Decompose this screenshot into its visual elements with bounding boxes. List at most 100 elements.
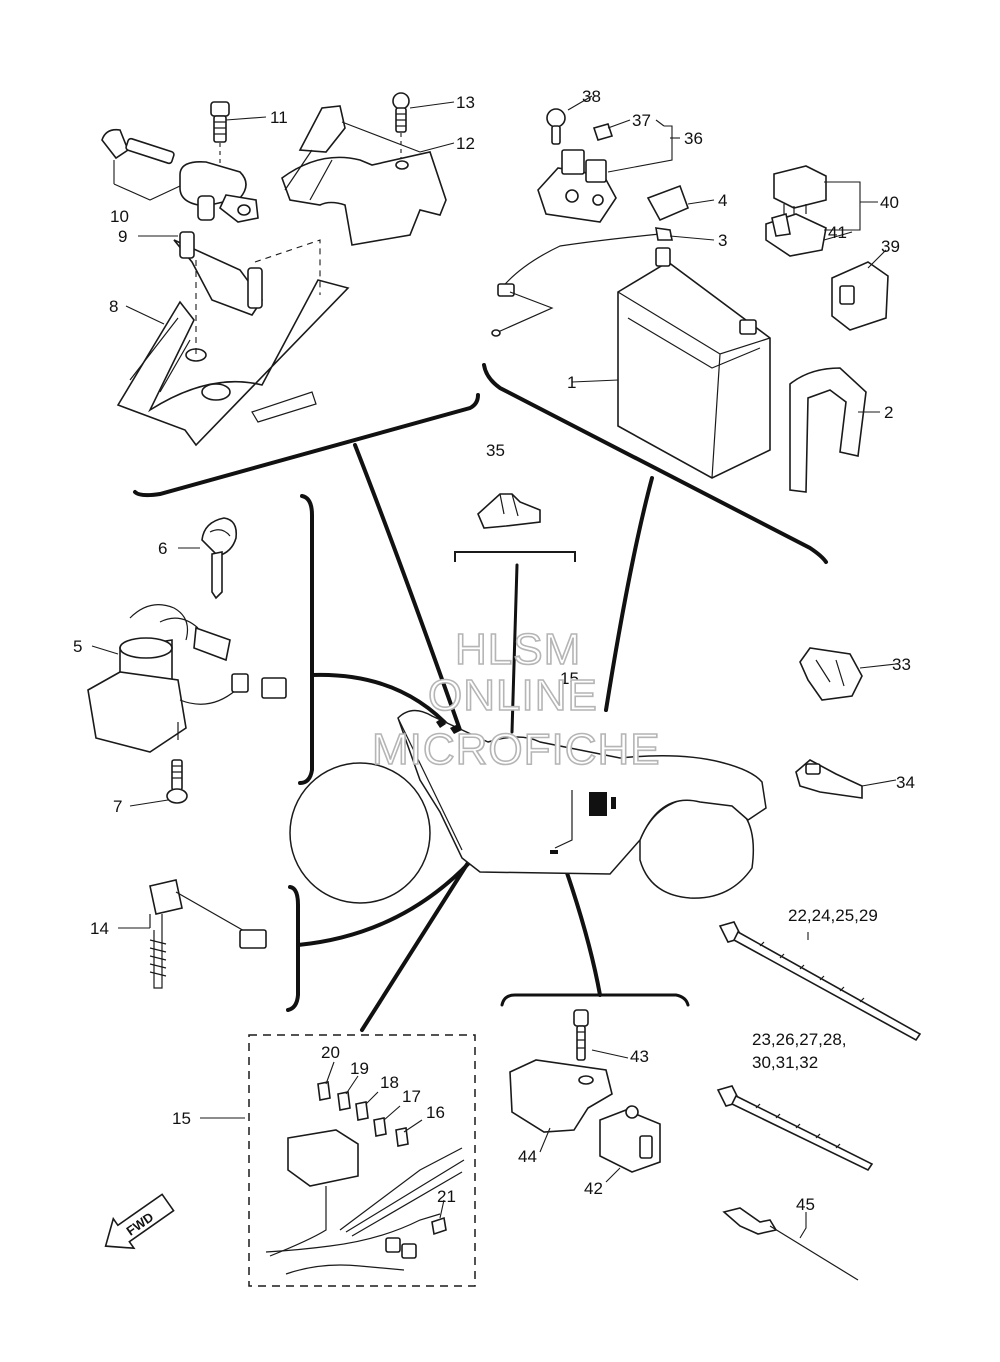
neutral-switch-line [296,860,472,947]
clip-group-bracket [454,551,576,562]
bolt-11-part [210,101,230,165]
control-unit-39-part [831,261,889,331]
callout-5: 5 [73,637,82,656]
callout-15-box: 15 [172,1109,191,1128]
fuse-20 [317,1081,331,1101]
clip-group-line [510,563,519,734]
sensor-42-part [599,1105,661,1173]
cable-tie-22-part [718,921,922,1042]
starter-relay-part [537,108,617,223]
battery-part [617,247,771,479]
callout-44: 44 [518,1147,537,1166]
callout-21: 21 [437,1187,456,1206]
callout-34: 34 [896,773,915,792]
callout-13: 13 [456,93,475,112]
callout-9: 9 [118,227,127,246]
wire-harness-detail-box [248,1034,476,1287]
bolt-43-part [573,1009,589,1061]
handlebar-group-line [353,443,462,732]
motorcycle-silhouette [289,709,767,904]
callout-3: 3 [718,231,727,250]
watermark: HLSM ONLINE MICROFICHE [371,624,661,775]
battery-lead-part [491,227,673,337]
battery-band-part [789,367,867,493]
sensor-location-marker [550,850,558,854]
battery-location-marker [589,792,607,816]
callout-labels: 1 2 3 4 5 6 7 8 9 10 11 12 13 14 15 15 1… [73,87,915,1214]
frame-detail [554,790,573,849]
forward-direction-arrow: FWD [104,1193,175,1250]
callout-4: 4 [718,191,727,210]
callout-10: 10 [110,207,129,226]
callout-2: 2 [884,403,893,422]
neutral-switch-bracket [286,885,300,1012]
callout-22-24-25-29: 22,24,25,29 [788,906,878,925]
fuse-set [317,1081,409,1147]
callout-41: 41 [828,223,847,242]
callout-45: 45 [796,1195,815,1214]
relay-location-marker [611,797,616,809]
wire-harness-part [265,1129,465,1275]
battery-group-line [604,476,654,712]
cable-tie-23-part [716,1085,874,1172]
leader-lines [91,95,897,1239]
key-blank-part [201,517,238,600]
switch-bracket-part [173,231,321,358]
clamp-35-part [477,493,541,529]
callout-19: 19 [350,1059,369,1078]
callout-33: 33 [892,655,911,674]
front-wheel [289,762,431,904]
fuse-18 [355,1101,369,1121]
watermark-line-2: ONLINE [428,671,598,720]
frame-body [397,709,767,875]
sensor-bracket-44-part [509,1059,613,1133]
group-connectors [133,363,828,1032]
callout-8: 8 [109,297,118,316]
callout-39: 39 [881,237,900,256]
callout-40: 40 [880,193,899,212]
callout-20: 20 [321,1043,340,1062]
watermark-line-3: MICROFICHE [372,725,661,774]
bolt-13-part [392,92,410,160]
callout-43: 43 [630,1047,649,1066]
callout-18: 18 [380,1073,399,1092]
cable-tie-45-part [722,1207,859,1281]
handlebar-upper-cover-part [281,105,447,246]
front-fork [397,717,463,851]
callout-30-31-32: 30,31,32 [752,1053,818,1072]
relay-socket-41-part [765,212,827,257]
main-switch-bracket [298,494,314,785]
screw-7-part [166,759,188,804]
callout-16: 16 [426,1103,445,1122]
main-switch-part [87,604,287,753]
callout-36: 36 [684,129,703,148]
relay-40-part [773,165,827,216]
holder-33-part [799,647,863,701]
terminal-cover-part [646,184,690,222]
callout-17: 17 [402,1087,421,1106]
watermark-line-1: HLSM [455,625,581,674]
top-left-group-bracket [133,393,480,498]
top-right-group-bracket [482,363,828,564]
fuse-16 [395,1127,409,1147]
callout-11: 11 [270,108,288,127]
holder-34-part [795,759,863,799]
callout-14: 14 [90,919,109,938]
callout-23-26-27-28: 23,26,27,28, [752,1030,847,1049]
callout-35: 35 [486,441,505,460]
fuse-17 [373,1117,387,1137]
handlebar-lower-cover-part [116,279,350,447]
sensor-group-line [564,868,602,997]
callout-12: 12 [456,134,475,153]
main-switch-line [310,672,454,732]
harness-location-marker [436,718,462,734]
sensor-group-bracket [500,993,690,1007]
neutral-switch-part [149,879,267,989]
callout-6: 6 [158,539,167,558]
callout-42: 42 [584,1179,603,1198]
callout-15-bike: 15 [560,669,579,688]
key-lock-assembly-part [101,128,259,223]
fuse-19 [337,1091,351,1111]
